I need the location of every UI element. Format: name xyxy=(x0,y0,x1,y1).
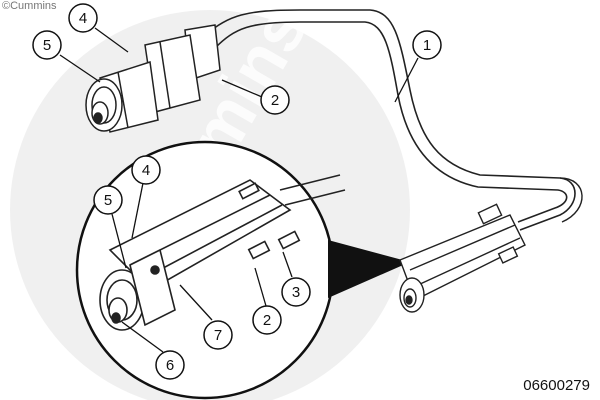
callout-7-detail-label: 7 xyxy=(214,327,222,344)
callout-5-detail: 5 xyxy=(93,185,123,215)
callout-6-detail-label: 6 xyxy=(166,357,174,374)
copyright-mark: ©Cummins xyxy=(2,0,57,12)
callout-5-top-label: 5 xyxy=(43,37,51,54)
callout-6-detail: 6 xyxy=(155,350,185,380)
callout-2-top-label: 2 xyxy=(271,92,279,109)
callout-2-top: 2 xyxy=(260,85,290,115)
end-fitting xyxy=(399,203,526,313)
callout-7-detail: 7 xyxy=(203,320,233,350)
top-fitting xyxy=(85,24,221,133)
callout-5-top: 5 xyxy=(32,30,62,60)
callout-2-detail: 2 xyxy=(252,305,282,335)
callout-3-detail-label: 3 xyxy=(292,284,300,301)
figure-id: 06600279 xyxy=(523,377,590,394)
leader-lines xyxy=(59,27,419,353)
callout-1-label: 1 xyxy=(423,37,431,54)
detail-pointer xyxy=(328,240,410,298)
callout-1: 1 xyxy=(412,30,442,60)
callout-4-detail-label: 4 xyxy=(142,162,150,179)
callout-4-top: 4 xyxy=(68,3,98,33)
detail-fitting xyxy=(99,174,346,331)
callout-3-detail: 3 xyxy=(281,277,311,307)
callout-2-detail-label: 2 xyxy=(263,312,271,329)
callout-4-top-label: 4 xyxy=(79,10,87,27)
detail-circle xyxy=(75,140,335,400)
callout-4-detail: 4 xyxy=(131,155,161,185)
callout-5-detail-label: 5 xyxy=(104,192,112,209)
callouts: 1 2 4 5 4 5 6 xyxy=(32,3,442,380)
